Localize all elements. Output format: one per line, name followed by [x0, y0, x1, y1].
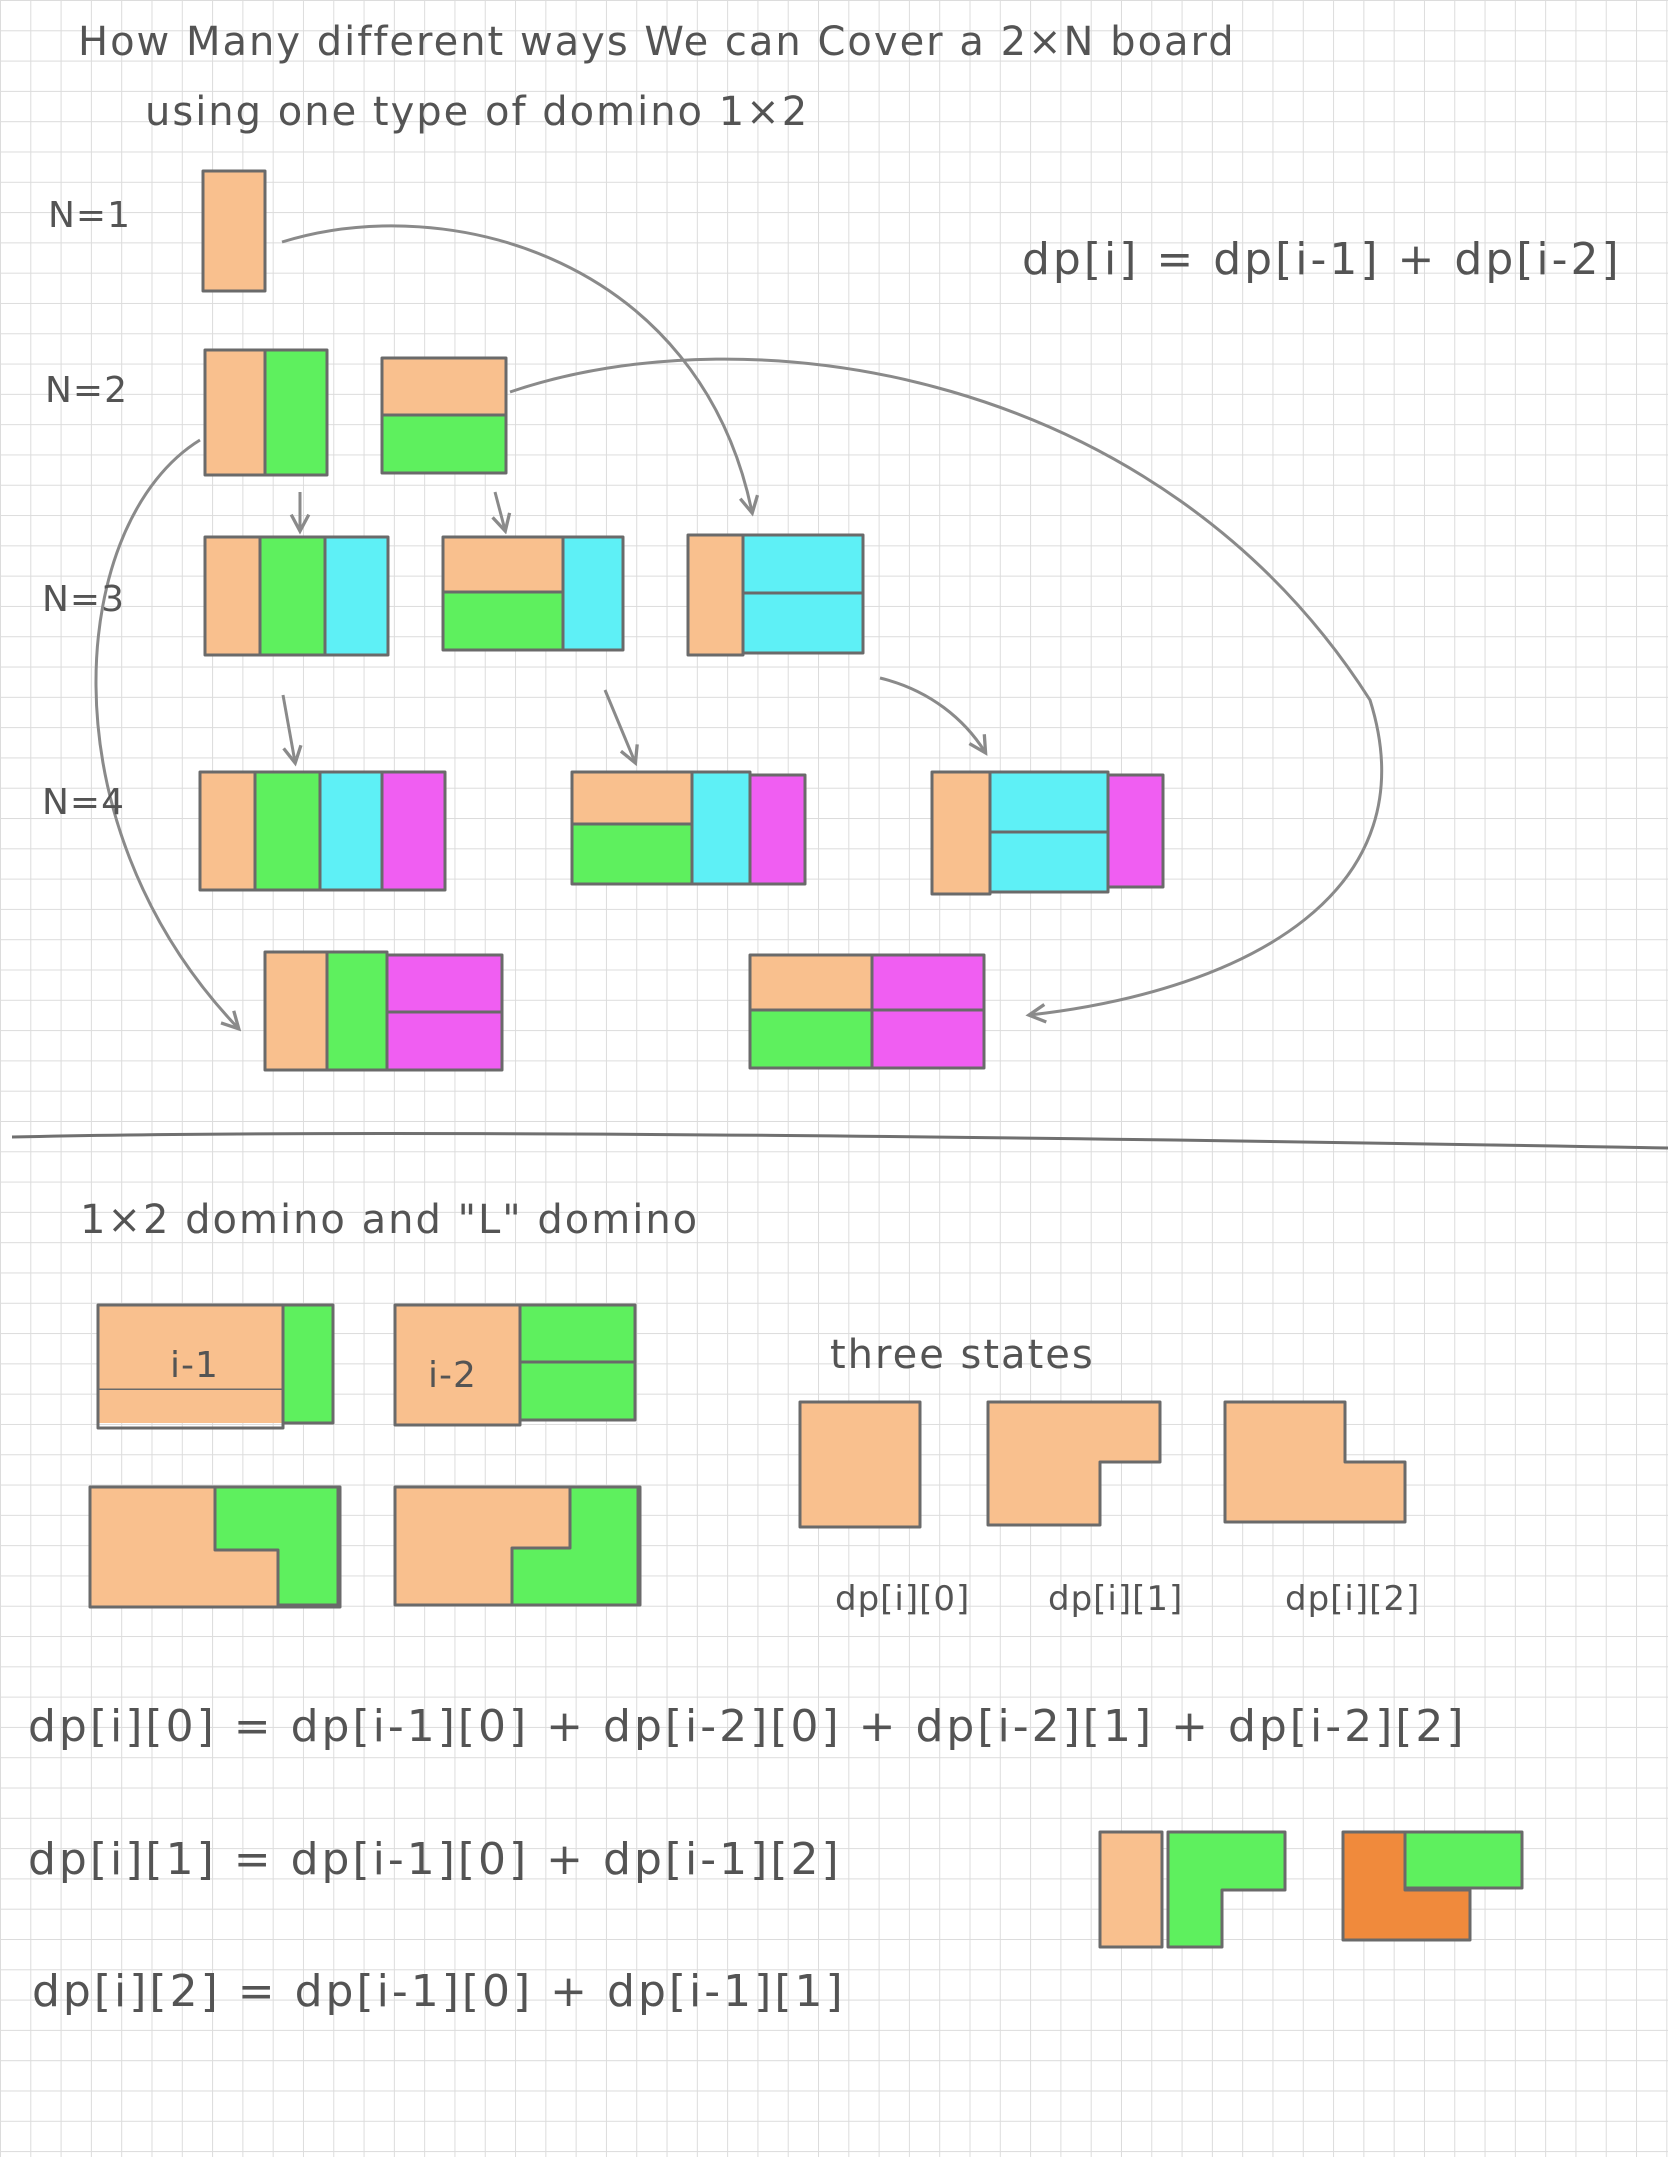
states-heading: three states [830, 1332, 1095, 1378]
formula-shape-2 [1341, 1830, 1524, 1942]
arrow-n3-to-n4-c [879, 676, 985, 752]
tile-label-i-minus-2: i-2 [428, 1355, 477, 1396]
row-label-n2: N=2 [45, 370, 128, 411]
arrow-n2-to-n4-left [94, 438, 238, 1028]
n2-tiling-vertical [203, 348, 329, 477]
formula-state-2: dp[i][2] = dp[i-1][0] + dp[i-1][1] [32, 1966, 846, 2017]
formula-state-0: dp[i][0] = dp[i-1][0] + dp[i-2][0] + dp[… [28, 1701, 1467, 1752]
title-line-2: using one type of domino 1×2 [145, 89, 810, 135]
n4-tiling-4 [263, 950, 504, 1072]
arrow-n2-to-n4-right [509, 357, 1383, 1015]
arrow-n3-to-n4-a [281, 694, 295, 762]
section-2-title: 1×2 domino and "L" domino [80, 1197, 700, 1243]
n4-tiling-5 [748, 953, 986, 1070]
state-label-1: dp[i][1] [1048, 1579, 1184, 1619]
n3-tiling-3 [686, 533, 865, 657]
recurrence-formula: dp[i] = dp[i-1] + dp[i-2] [1022, 234, 1622, 285]
n2-tiling-horizontal [380, 356, 508, 475]
arrow-n3-to-n4-b [603, 689, 635, 762]
row-label-n4: N=4 [42, 782, 125, 823]
state-1-shape [986, 1400, 1162, 1527]
tile-i-minus-2 [393, 1303, 637, 1427]
state-0-shape [798, 1400, 922, 1529]
arrow-n1-to-n3 [281, 224, 752, 512]
n4-tiling-1 [198, 770, 447, 892]
formula-state-1: dp[i][1] = dp[i-1][0] + dp[i-1][2] [28, 1834, 842, 1885]
tile-label-i-minus-1: i-1 [170, 1345, 219, 1386]
n3-tiling-1 [203, 535, 390, 657]
n4-tiling-3 [930, 770, 1165, 896]
row-label-n1: N=1 [48, 195, 131, 236]
tile-l-domino-1 [88, 1485, 342, 1609]
n4-tiling-2 [570, 770, 807, 886]
state-2-shape [1223, 1400, 1407, 1524]
state-label-0: dp[i][0] [835, 1579, 971, 1619]
formula-shape-1 [1098, 1830, 1287, 1949]
n1-tiling [201, 169, 267, 293]
title-line-1: How Many different ways We can Cover a 2… [78, 19, 1236, 65]
n3-tiling-2 [441, 535, 625, 652]
tile-i-minus-1 [96, 1303, 335, 1430]
row-label-n3: N=3 [42, 579, 125, 620]
tile-l-domino-2 [393, 1485, 642, 1607]
arrow-n2-to-n3-b [495, 491, 505, 530]
section-divider [11, 1131, 1668, 1150]
state-label-2: dp[i][2] [1285, 1579, 1421, 1619]
